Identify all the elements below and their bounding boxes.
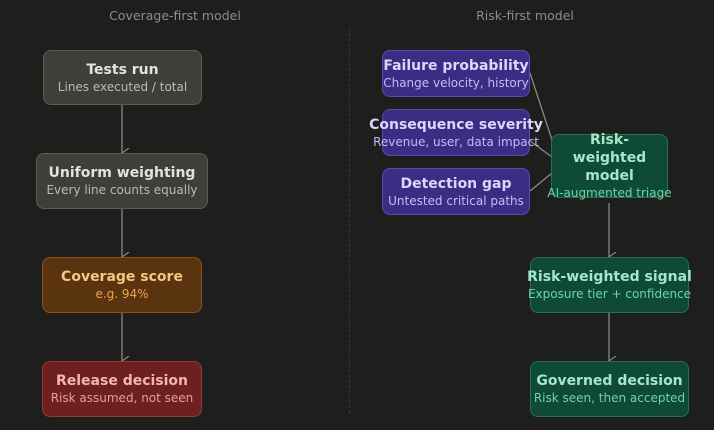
node-tests-run: Tests run Lines executed / total (43, 50, 202, 105)
node-uniform-weighting: Uniform weighting Every line counts equa… (36, 153, 208, 209)
node-failure-probability: Failure probability Change velocity, his… (382, 50, 530, 97)
node-coverage-score: Coverage score e.g. 94% (42, 257, 202, 313)
risk-first-title: Risk-first model (476, 8, 574, 23)
node-title: Consequence severity (369, 116, 543, 133)
node-detection-gap: Detection gap Untested critical paths (382, 168, 530, 215)
node-title: Governed decision (536, 373, 683, 389)
column-divider (349, 28, 350, 413)
node-governed-decision: Governed decision Risk seen, then accept… (530, 361, 689, 417)
coverage-first-title: Coverage-first model (109, 8, 241, 23)
node-subtitle: Change velocity, history (383, 75, 529, 90)
node-subtitle: Exposure tier + confidence (527, 287, 692, 301)
node-release-decision: Release decision Risk assumed, not seen (42, 361, 202, 417)
node-consequence-severity: Consequence severity Revenue, user, data… (369, 109, 543, 156)
node-title: Risk-weighted model (572, 132, 647, 184)
node-subtitle: AI-augmented triage (547, 186, 672, 200)
edge-failure-to-model (529, 72, 553, 141)
node-risk-weighted-model: Risk-weighted model AI-augmented triage (547, 132, 671, 200)
node-title: Failure probability (383, 57, 529, 74)
node-title: Risk-weighted signal (527, 269, 692, 285)
node-title: Detection gap (400, 175, 512, 192)
edge-gap-to-model (529, 172, 553, 192)
node-subtitle: Risk seen, then accepted (533, 391, 686, 405)
node-subtitle: Every line counts equally (46, 183, 198, 197)
node-title: Release decision (55, 373, 189, 389)
node-title: Coverage score (61, 269, 183, 285)
node-title: Uniform weighting (48, 165, 196, 181)
node-subtitle: Revenue, user, data impact (373, 134, 539, 149)
edge-severity-to-model (529, 140, 553, 158)
node-subtitle: e.g. 94% (95, 287, 149, 301)
node-subtitle: Untested critical paths (388, 193, 524, 208)
node-subtitle: Risk assumed, not seen (50, 391, 194, 405)
node-risk-weighted-signal: Risk-weighted signal Exposure tier + con… (527, 257, 692, 313)
node-subtitle: Lines executed / total (57, 79, 188, 94)
node-title: Tests run (86, 61, 159, 78)
